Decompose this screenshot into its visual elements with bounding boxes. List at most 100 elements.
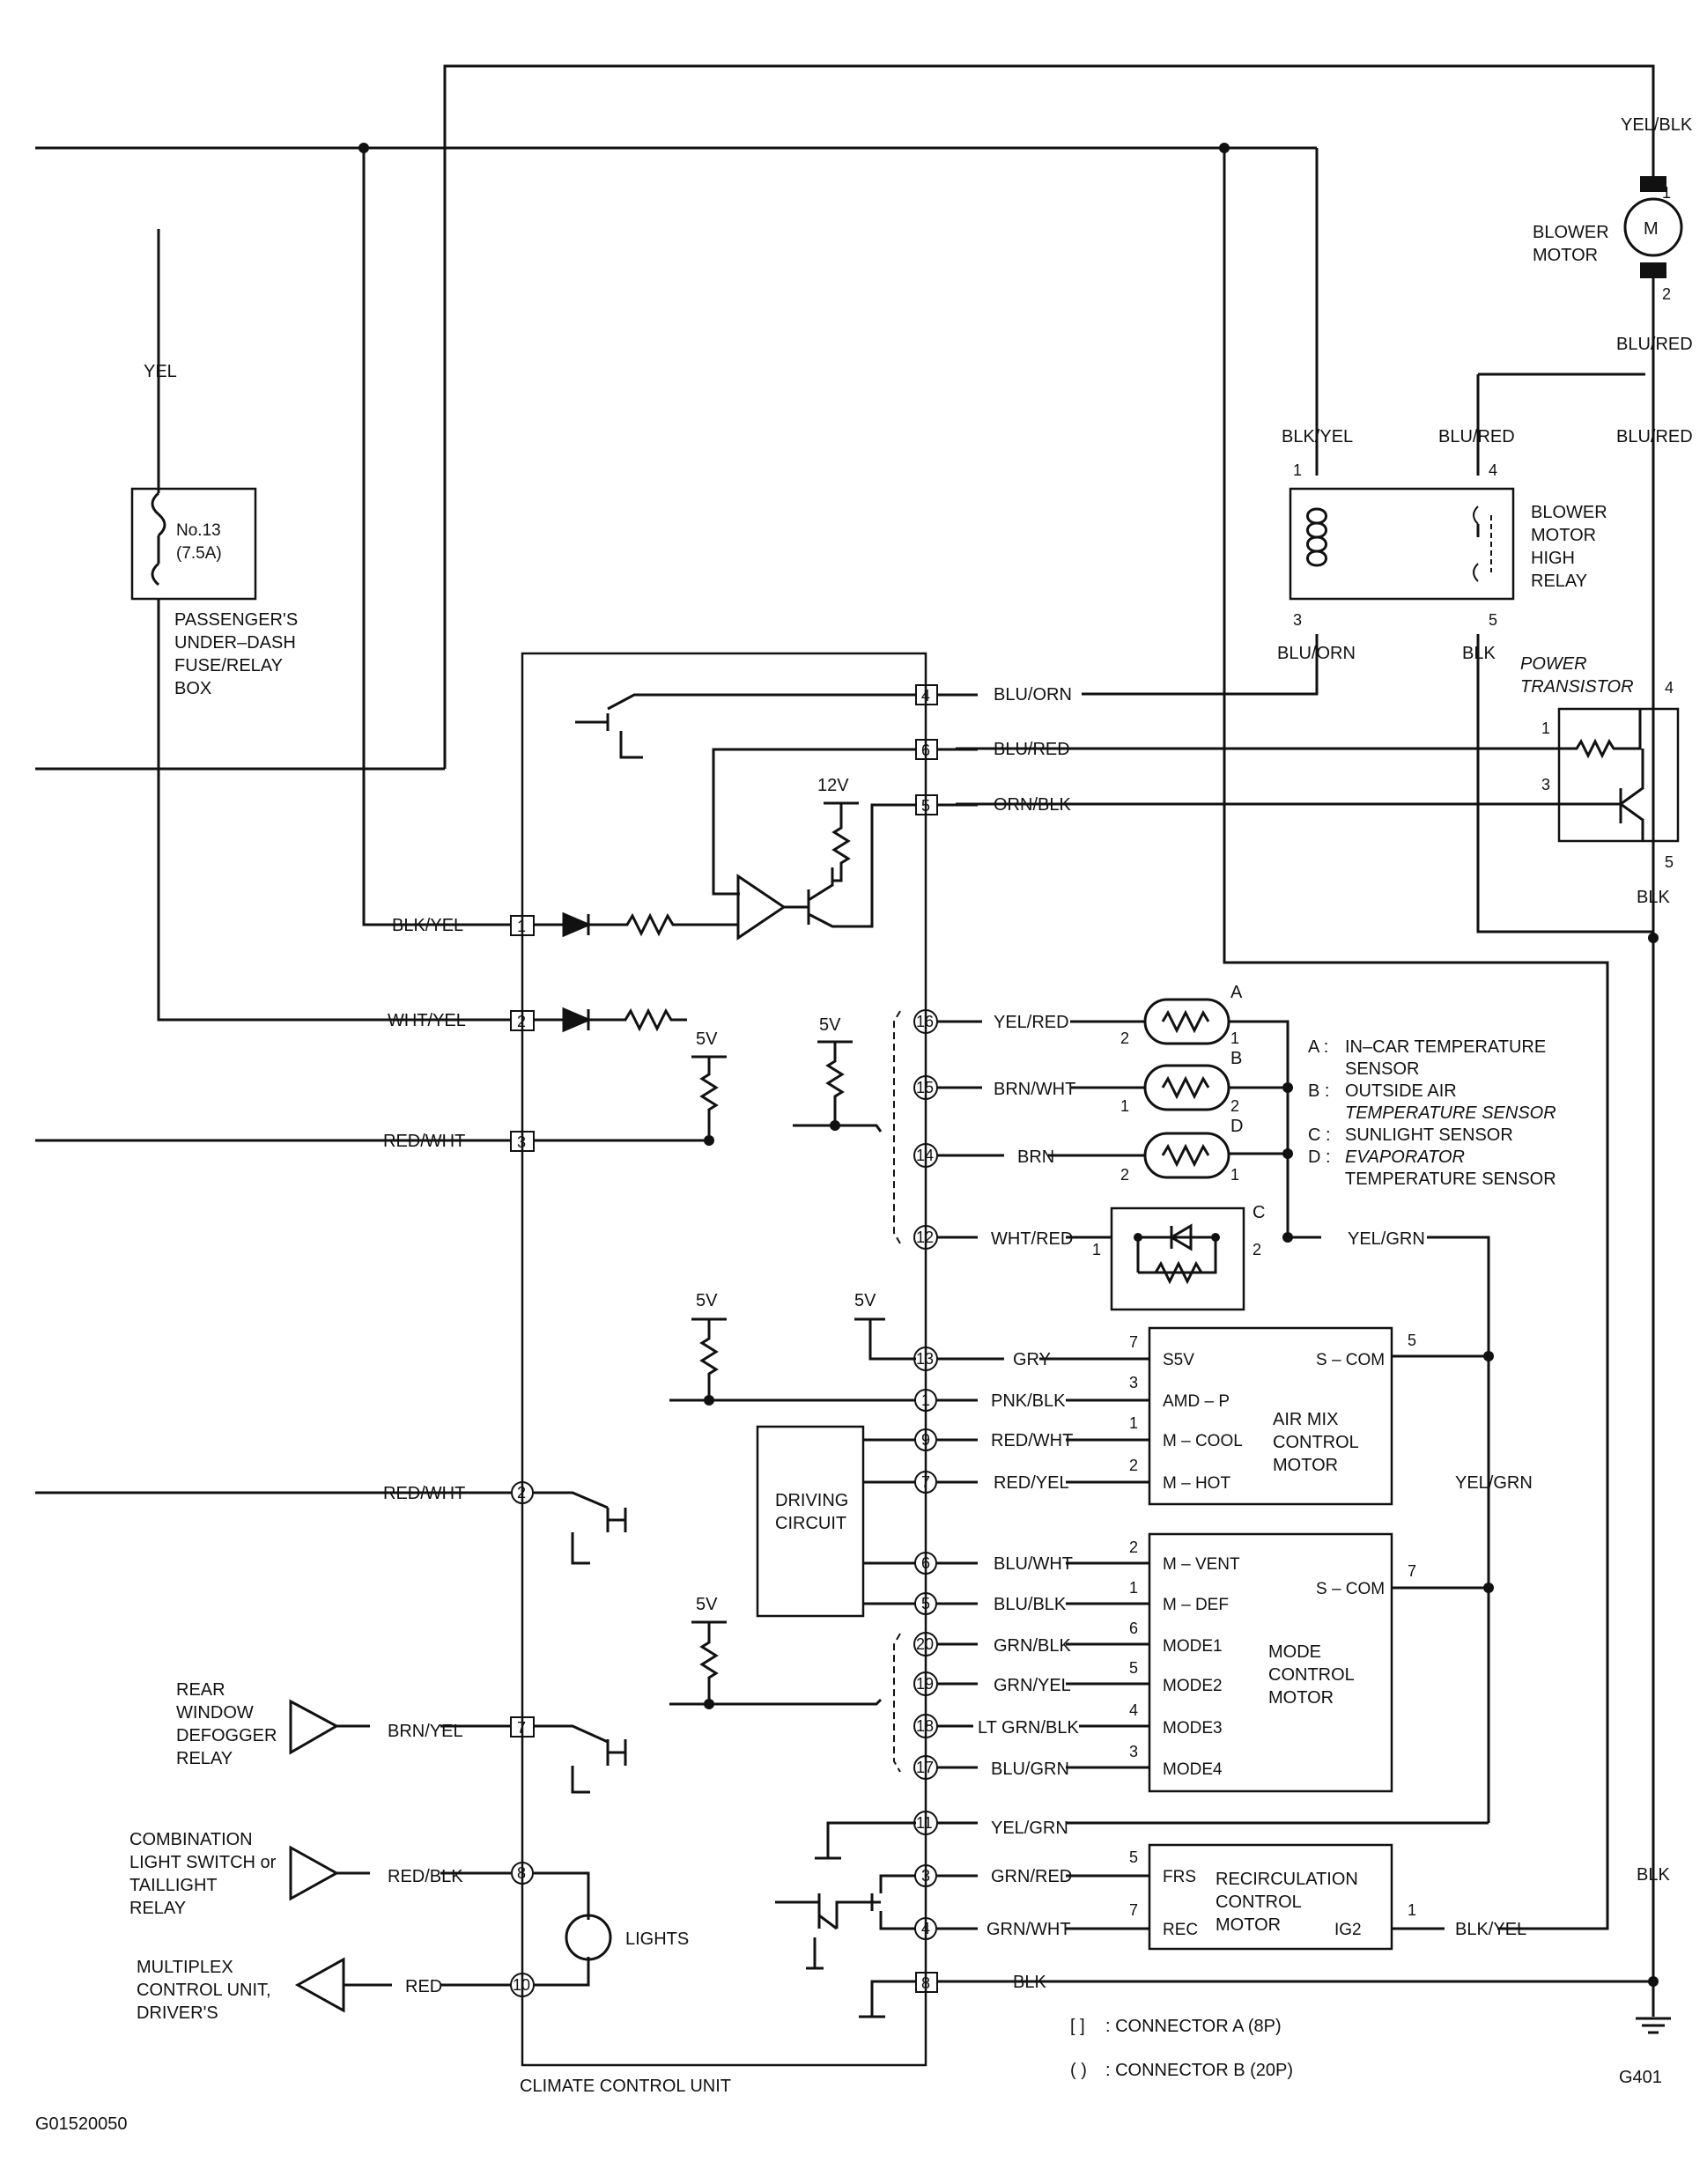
svg-text:20: 20 bbox=[916, 1635, 934, 1653]
combo-4: RELAY bbox=[129, 1899, 186, 1918]
mode-label-3: MOTOR bbox=[1268, 1688, 1334, 1708]
combo-2: LIGHT SWITCH or bbox=[129, 1853, 277, 1872]
power-transistor: 1 3 4 5 POWER TRANSISTOR bbox=[1520, 654, 1680, 871]
supply-5v-b13: 5V bbox=[854, 1291, 876, 1310]
svg-text:9: 9 bbox=[921, 1431, 930, 1449]
svg-text:5: 5 bbox=[1408, 1332, 1416, 1349]
svg-text:3: 3 bbox=[1129, 1743, 1138, 1760]
svg-text:7: 7 bbox=[1408, 1562, 1416, 1580]
blower-motor-label-2: MOTOR bbox=[1533, 246, 1598, 265]
wire-blu-red-relay: BLU/RED bbox=[1438, 427, 1515, 446]
mode-2: MODE2 bbox=[1163, 1677, 1223, 1695]
combo-1: COMBINATION bbox=[129, 1830, 253, 1849]
wire-gry: GRY bbox=[1013, 1350, 1051, 1369]
ccu-label: CLIMATE CONTROL UNIT bbox=[520, 2077, 731, 2096]
svg-text:3: 3 bbox=[517, 1133, 526, 1151]
wire-blu-red-motor: BLU/RED bbox=[1616, 335, 1693, 354]
legend-d-key: D : bbox=[1308, 1147, 1331, 1167]
wire-yel-grn-sensor: YEL/GRN bbox=[1348, 1229, 1425, 1249]
wire-blu-blk: BLU/BLK bbox=[994, 1595, 1067, 1614]
svg-text:8: 8 bbox=[921, 1974, 930, 1992]
mode-mvent: M – VENT bbox=[1163, 1555, 1240, 1574]
svg-text:5: 5 bbox=[1489, 611, 1497, 629]
svg-text:1: 1 bbox=[1408, 1901, 1416, 1919]
mode-1: MODE1 bbox=[1163, 1637, 1223, 1656]
mode-label-1: MODE bbox=[1268, 1642, 1321, 1662]
wire-grn-yel: GRN/YEL bbox=[994, 1676, 1071, 1695]
sensor-letter-d: D bbox=[1230, 1117, 1243, 1136]
svg-text:1: 1 bbox=[1230, 1166, 1239, 1184]
wire-red-yel: RED/YEL bbox=[994, 1473, 1069, 1493]
wire-yel: YEL bbox=[144, 362, 177, 381]
motor-symbol: M bbox=[1644, 219, 1659, 239]
svg-text:5: 5 bbox=[1665, 853, 1674, 871]
rec-label-1: RECIRCULATION bbox=[1216, 1870, 1358, 1889]
rec-ig2: IG2 bbox=[1334, 1921, 1362, 1939]
legend-b-1: OUTSIDE AIR bbox=[1345, 1081, 1457, 1101]
fuse-rating-1: No.13 bbox=[176, 521, 221, 540]
legend-a-2: SENSOR bbox=[1345, 1059, 1419, 1079]
svg-text:2: 2 bbox=[1120, 1166, 1129, 1184]
svg-text:1: 1 bbox=[1129, 1579, 1138, 1597]
blower-motor-label-1: BLOWER bbox=[1533, 223, 1609, 242]
wire-blk-pt: BLK bbox=[1637, 888, 1670, 907]
legend-a-key: A : bbox=[1308, 1037, 1328, 1057]
blower-motor: M 1 2 BLOWER MOTOR bbox=[1533, 176, 1683, 303]
svg-text:7: 7 bbox=[921, 1473, 930, 1491]
wire-blk-yel: BLK/YEL bbox=[392, 916, 463, 935]
connector-a-symbol: [ ] bbox=[1070, 2017, 1085, 2036]
wire-wht-yel: WHT/YEL bbox=[388, 1011, 466, 1030]
relay-label-2: MOTOR bbox=[1531, 526, 1596, 545]
junctions bbox=[358, 143, 1659, 1987]
wire-brn-yel: BRN/YEL bbox=[388, 1722, 463, 1741]
fuse-box-label-3: FUSE/RELAY bbox=[174, 656, 283, 675]
mode-4: MODE4 bbox=[1163, 1760, 1223, 1779]
svg-text:2: 2 bbox=[1662, 285, 1671, 303]
svg-text:12: 12 bbox=[916, 1228, 934, 1246]
wire-red-wht-b9: RED/WHT bbox=[991, 1431, 1073, 1450]
svg-text:14: 14 bbox=[916, 1147, 934, 1164]
wire-yel-blk-top: YEL/BLK bbox=[1621, 115, 1693, 135]
svg-text:2: 2 bbox=[1129, 1457, 1138, 1474]
sensor-letter-b: B bbox=[1230, 1049, 1242, 1068]
wire-blu-red-right: BLU/RED bbox=[1616, 427, 1693, 446]
driving-circuit-1: DRIVING bbox=[775, 1491, 848, 1510]
legend-d-1: EVAPORATOR bbox=[1345, 1147, 1465, 1167]
legend-c-1: SUNLIGHT SENSOR bbox=[1345, 1125, 1513, 1145]
wire-blu-orn: BLU/ORN bbox=[994, 685, 1072, 705]
wire-blk-relay: BLK bbox=[1462, 644, 1496, 663]
sensor-legend: A : IN–CAR TEMPERATURE SENSOR B : OUTSID… bbox=[1308, 1037, 1556, 1189]
wire-red-blk: RED/BLK bbox=[388, 1867, 463, 1886]
svg-text:2: 2 bbox=[517, 1013, 526, 1030]
pt-label-2: TRANSISTOR bbox=[1520, 677, 1634, 697]
fuse-box: No.13 (7.5A) PASSENGER'S UNDER–DASH FUSE… bbox=[130, 487, 298, 698]
multiplex-1: MULTIPLEX bbox=[137, 1958, 233, 1977]
wire-red-wht-b2: RED/WHT bbox=[383, 1484, 465, 1503]
svg-text:1: 1 bbox=[1129, 1414, 1138, 1432]
wire-blu-red: BLU/RED bbox=[994, 740, 1070, 759]
svg-text:1: 1 bbox=[1092, 1241, 1101, 1258]
am-amdp: AMD – P bbox=[1163, 1392, 1230, 1411]
wire-yel-grn-vert: YEL/GRN bbox=[1455, 1473, 1533, 1493]
am-label-1: AIR MIX bbox=[1273, 1410, 1338, 1429]
svg-text:1: 1 bbox=[1230, 1029, 1239, 1047]
pt-label-1: POWER bbox=[1520, 654, 1587, 674]
mode-label-2: CONTROL bbox=[1268, 1665, 1355, 1685]
mode-scom: S – COM bbox=[1316, 1580, 1385, 1598]
legend-d-2: TEMPERATURE SENSOR bbox=[1345, 1169, 1556, 1189]
svg-text:4: 4 bbox=[1489, 461, 1497, 479]
am-mcool: M – COOL bbox=[1163, 1432, 1243, 1450]
legend-c-key: C : bbox=[1308, 1125, 1331, 1145]
am-mhot: M – HOT bbox=[1163, 1474, 1230, 1493]
driving-circuit-2: CIRCUIT bbox=[775, 1514, 846, 1533]
svg-text:2: 2 bbox=[1253, 1241, 1261, 1258]
main-wires bbox=[35, 64, 1655, 2008]
svg-text:3: 3 bbox=[1541, 776, 1550, 793]
lights-label: LIGHTS bbox=[625, 1929, 689, 1949]
wire-lt-grn-blk: LT GRN/BLK bbox=[978, 1718, 1080, 1738]
wire-red: RED bbox=[405, 1977, 442, 1996]
fuse-box-label-2: UNDER–DASH bbox=[174, 633, 296, 653]
mode-mdef: M – DEF bbox=[1163, 1596, 1229, 1614]
svg-text:19: 19 bbox=[916, 1675, 934, 1693]
wire-grn-wht: GRN/WHT bbox=[987, 1920, 1071, 1939]
